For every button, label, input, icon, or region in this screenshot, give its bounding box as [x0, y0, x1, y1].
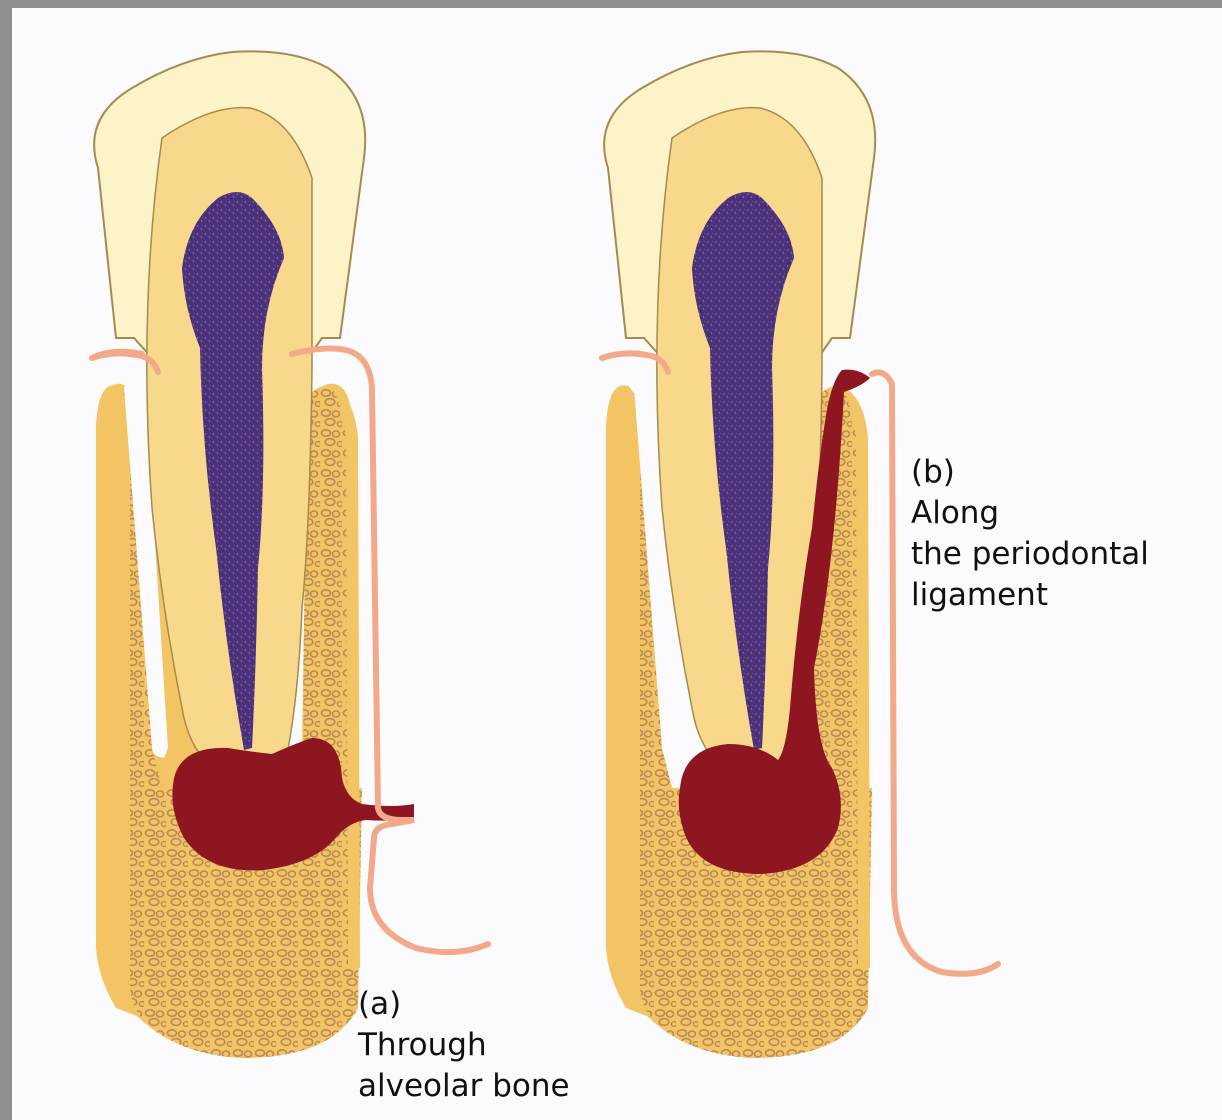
tooth-a-illustration: [92, 51, 488, 1058]
label-b-line1: Along: [911, 493, 1149, 534]
label-a-line2: alveolar bone: [358, 1066, 570, 1107]
label-a-letter: (a): [358, 984, 570, 1025]
label-b-line2: the periodontal: [911, 534, 1149, 575]
dental-abscess-diagram: (a) Through alveolar bone (b) Along the …: [12, 8, 1222, 1120]
label-through-alveolar-bone: (a) Through alveolar bone: [358, 984, 570, 1107]
label-b-letter: (b): [911, 452, 1149, 493]
label-along-periodontal-ligament: (b) Along the periodontal ligament: [911, 452, 1149, 616]
label-a-line1: Through: [358, 1025, 570, 1066]
label-b-line3: ligament: [911, 575, 1149, 616]
